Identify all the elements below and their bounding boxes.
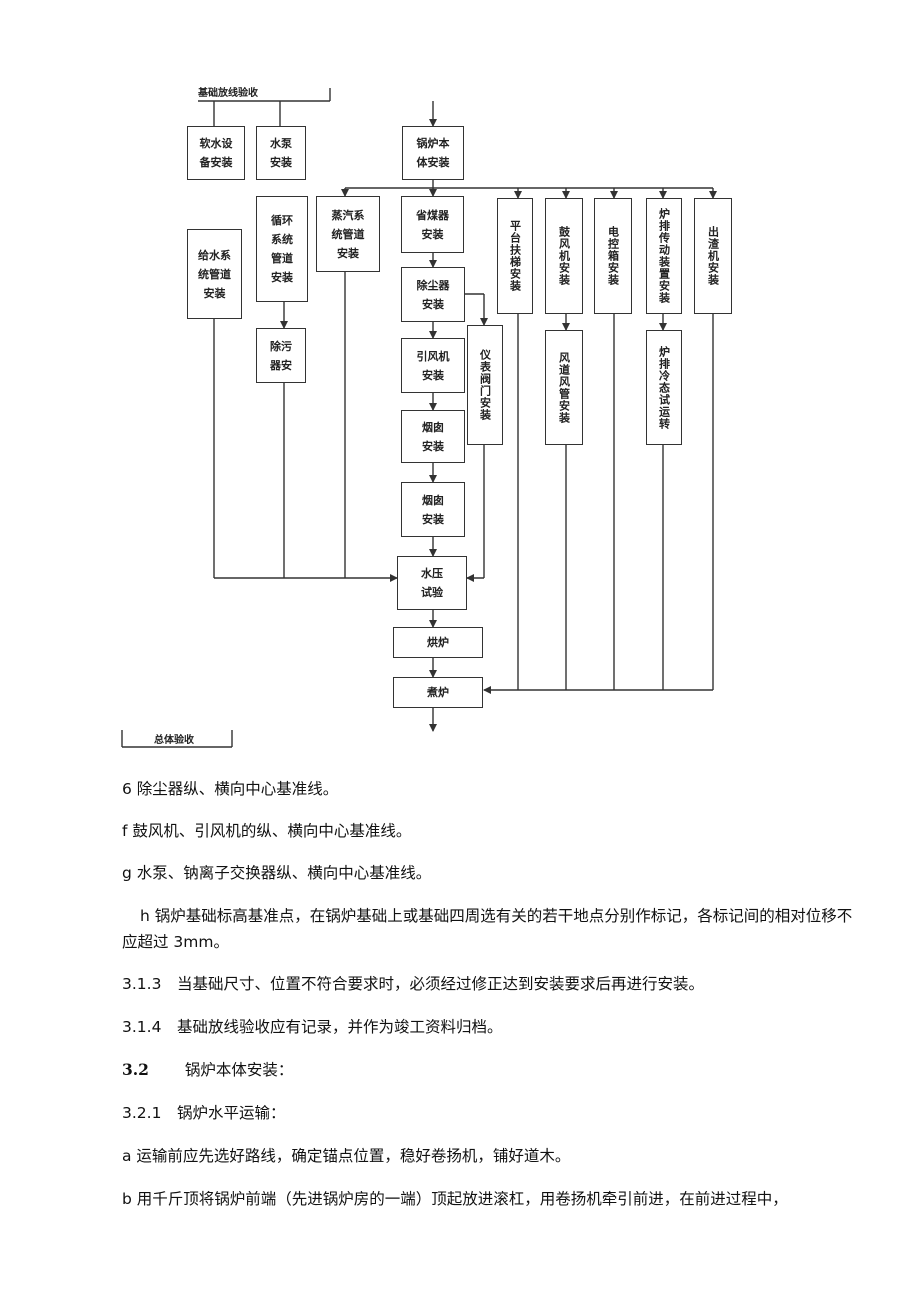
flowchart-connectors [121,88,717,748]
subsection-heading: 3.2.1 锅炉水平运输： [122,1104,286,1122]
box-circulation: 循环系统管道安装 [256,196,308,302]
section-number: 3.2 [122,1060,149,1079]
box-desludge: 除污器安 [256,328,306,383]
paragraph-f: f 鼓风机、引风机的纵、横向中心基准线。 [122,822,412,840]
box-flue-1: 烟囱安装 [401,410,465,463]
bottom-label: 总体验收 [154,735,194,746]
item-b: b 用千斤顶将锅炉前端（先进锅炉房的一端）顶起放进滚杠，用卷扬机牵引前进，在前进… [122,1190,788,1208]
top-label: 基础放线验收 [198,88,258,99]
item-a: a 运输前应先选好路线，确定锚点位置，稳好卷扬机，铺好道木。 [122,1147,571,1165]
box-instrument: 仪表阀门安装 [467,325,503,445]
box-air-duct: 风道风管安装 [545,330,583,445]
box-blower: 鼓风机安装 [545,198,583,314]
box-grate-drive: 炉排传动装置安装 [646,198,682,314]
box-platform: 平台扶梯安装 [497,198,533,314]
box-soft-water: 软水设备安装 [187,126,245,180]
section-title: 锅炉本体安装： [184,1061,294,1079]
box-boiling: 煮炉 [393,677,483,708]
box-boiler-body: 锅炉本体安装 [402,126,464,180]
paragraph-e: 6 除尘器纵、横向中心基准线。 [122,780,339,798]
box-pressure-test: 水压试验 [397,556,467,610]
box-grate-test: 炉排冷态试运转 [646,330,682,445]
paragraph-3-1-3: 3.1.3 当基础尺寸、位置不符合要求时，必须经过修正达到安装要求后再进行安装。 [122,975,704,993]
box-slag: 出渣机安装 [694,198,732,314]
box-deduster: 除尘器安装 [401,267,465,322]
box-flue-2: 烟囱安装 [401,482,465,537]
box-steam: 蒸汽系统管道安装 [316,196,380,272]
paragraph-h: h 锅炉基础标高基准点，在锅炉基础上或基础四周选有关的若干地点分别作标记，各标记… [122,907,853,951]
box-economizer: 省煤器安装 [401,196,464,253]
box-baking: 烘炉 [393,627,483,658]
paragraph-g: g 水泵、钠离子交换器纵、横向中心基准线。 [122,864,432,882]
paragraph-3-1-4: 3.1.4 基础放线验收应有记录，并作为竣工资料归档。 [122,1018,503,1036]
box-feed-water: 给水系统管道安装 [187,229,242,319]
box-water-pump: 水泵安装 [256,126,306,180]
box-induced-fan: 引风机安装 [401,338,465,393]
box-electric: 电控箱安装 [594,198,632,314]
installation-flowchart: 基础放线验收 总体验收 软水设备安装 水泵安装 锅炉本体安装 给水系统管道安装 … [121,88,732,748]
section-heading: 3.2 锅炉本体安装： [122,1057,852,1083]
